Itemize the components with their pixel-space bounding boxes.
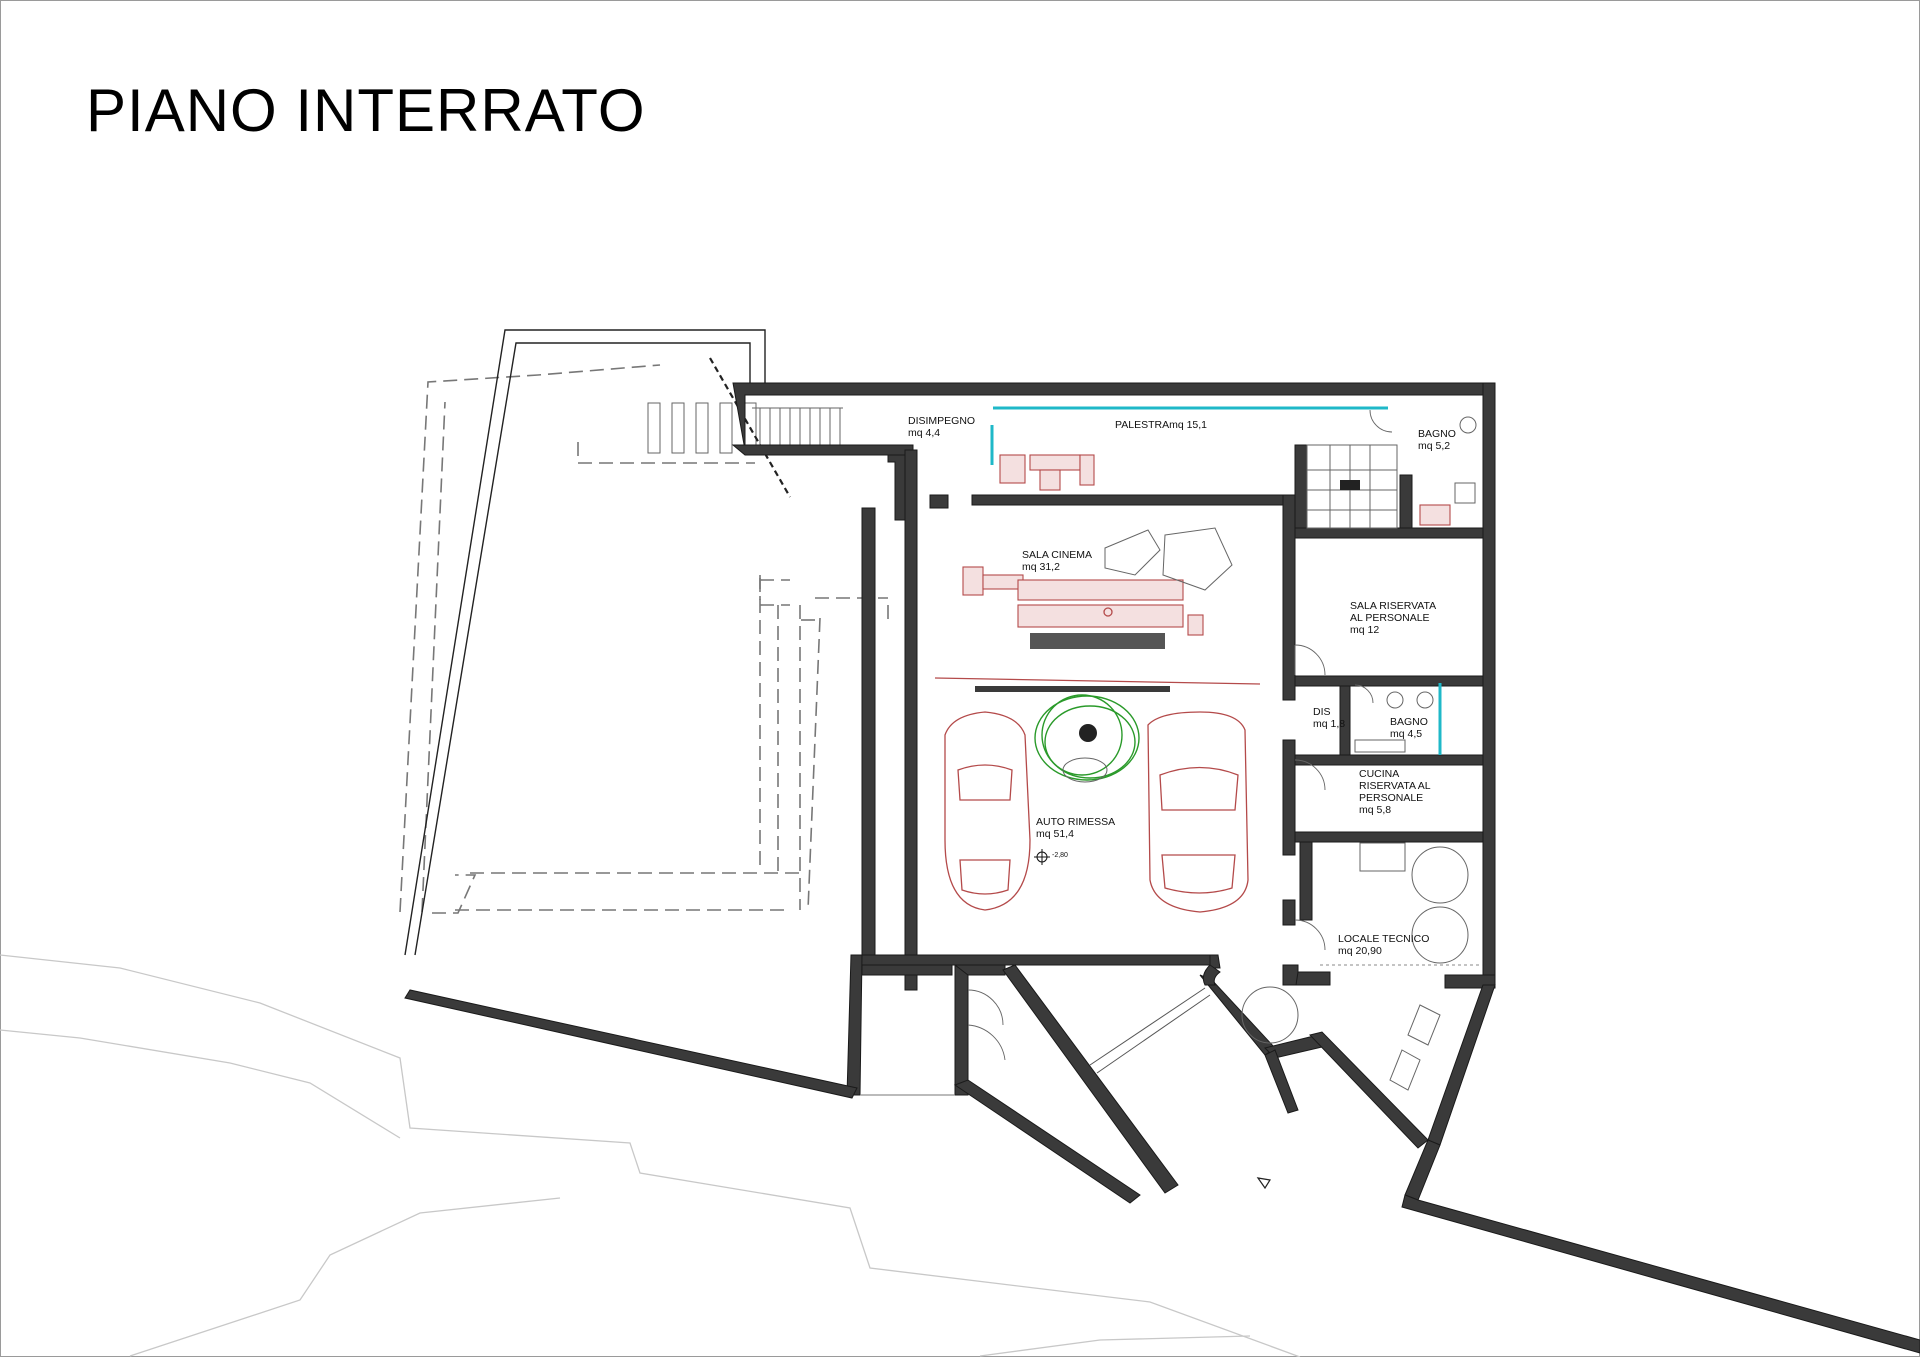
label-bagno-top: BAGNO xyxy=(1418,428,1456,440)
label-sala-riservata-1: SALA RISERVATA xyxy=(1350,600,1436,612)
glass-elements xyxy=(990,406,1442,755)
label-cucina-3: PERSONALE xyxy=(1359,792,1423,804)
door-swings xyxy=(967,409,1393,1061)
plant-sculpture xyxy=(934,677,1261,783)
label-locale-tecnico: LOCALE TECNICO xyxy=(1338,933,1429,945)
area-bagno-top: mq 5,2 xyxy=(1418,440,1450,452)
area-disimpegno: mq 4,4 xyxy=(908,427,940,439)
exterior-stair xyxy=(647,357,843,498)
label-cucina-1: CUCINA xyxy=(1359,768,1399,780)
label-sala-riservata-2: AL PERSONALE xyxy=(1350,612,1430,624)
area-dis: mq 1,8 xyxy=(1313,718,1345,730)
label-bagno-mid: BAGNO xyxy=(1390,716,1428,728)
area-sala-cinema: mq 31,2 xyxy=(1022,561,1060,573)
room-labels: DISIMPEGNO mq 4,4 PALESTRAmq 15,1 BAGNO … xyxy=(908,415,1456,957)
area-cucina: mq 5,8 xyxy=(1359,804,1391,816)
label-sala-cinema: SALA CINEMA xyxy=(1022,549,1092,561)
label-dis: DIS xyxy=(1313,706,1331,718)
gym-equipment xyxy=(999,454,1095,491)
label-disimpegno: DISIMPEGNO xyxy=(908,415,975,427)
plan-title: PIANO INTERRATO xyxy=(86,77,646,144)
technical-equipment xyxy=(1241,842,1469,1091)
area-sala-riservata: mq 12 xyxy=(1350,624,1379,636)
parked-cars xyxy=(944,711,1249,913)
level-label: -2,80 xyxy=(1052,852,1068,859)
misc-lines xyxy=(860,964,1483,1190)
service-stair xyxy=(1306,444,1398,529)
area-bagno-mid: mq 4,5 xyxy=(1390,728,1422,740)
terrain-lines xyxy=(0,954,1301,1357)
label-cucina-2: RISERVATA AL xyxy=(1359,780,1431,792)
label-palestra: PALESTRAmq 15,1 xyxy=(1115,419,1207,431)
area-locale-tecnico: mq 20,90 xyxy=(1338,945,1382,957)
retaining-walls xyxy=(404,329,766,956)
area-auto-rimessa: mq 51,4 xyxy=(1036,828,1074,840)
cinema-seating xyxy=(962,527,1233,649)
level-marker: -2,80 xyxy=(1034,849,1068,865)
bathroom-fixtures xyxy=(1354,416,1477,753)
building-walls xyxy=(404,382,1920,1354)
label-auto-rimessa: AUTO RIMESSA xyxy=(1036,816,1115,828)
